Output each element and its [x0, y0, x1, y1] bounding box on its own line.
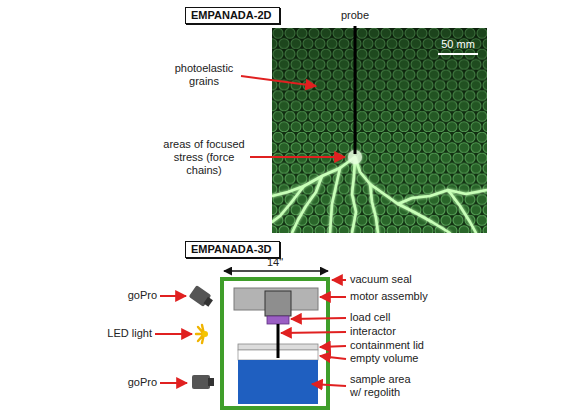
led-icon: [196, 325, 208, 343]
part-label: areas of focused stress (force chains): [160, 138, 248, 177]
scale-label: 50 mm: [432, 38, 484, 51]
scale-bar: [438, 53, 478, 55]
probe-label: probe: [325, 9, 385, 22]
gopro-icon: [189, 285, 215, 309]
leader-arrow: [160, 382, 187, 384]
dimension-line: [224, 270, 328, 272]
part-label: vacuum seal: [350, 273, 412, 286]
motor: [265, 291, 291, 316]
gopro-icon: [192, 375, 214, 389]
part-label: sample area w/ regolith: [350, 373, 420, 399]
part-label: LED light: [107, 327, 152, 340]
part-label: interactor: [350, 325, 396, 338]
sample-area: [238, 360, 318, 404]
load-cell: [267, 316, 289, 324]
part-label: containment lid: [350, 339, 424, 352]
leader-arrow: [332, 279, 346, 281]
leader-arrow: [281, 332, 346, 333]
leader-arrow: [250, 156, 345, 158]
leader-arrow: [291, 318, 346, 319]
section-title: EMPANADA-2D: [191, 9, 274, 22]
part-label: load cell: [350, 311, 390, 324]
leader-arrow: [320, 296, 346, 298]
part-label: goPro: [128, 289, 157, 302]
part-label: motor assembly: [350, 290, 428, 303]
part-label: goPro: [128, 376, 157, 389]
grain-photo: [272, 28, 487, 233]
interactor: [277, 324, 280, 358]
vacuum-chamber: [222, 279, 328, 408]
part-label: empty volume: [350, 352, 418, 365]
section-title: EMPANADA-3D: [191, 243, 274, 256]
leader-arrow: [155, 333, 192, 335]
leader-arrow: [160, 295, 186, 297]
part-label: photoelastic grains: [160, 62, 248, 88]
leader-arrow: [312, 384, 346, 386]
section-title-box: EMPANADA-2D: [185, 7, 280, 24]
leader-arrow: [320, 356, 346, 359]
dimension-label: 14": [245, 256, 305, 269]
leader-arrow: [320, 346, 346, 347]
section-title-box: EMPANADA-3D: [185, 241, 280, 258]
leader-arrow: [241, 76, 316, 86]
probe-rod: [354, 26, 357, 154]
